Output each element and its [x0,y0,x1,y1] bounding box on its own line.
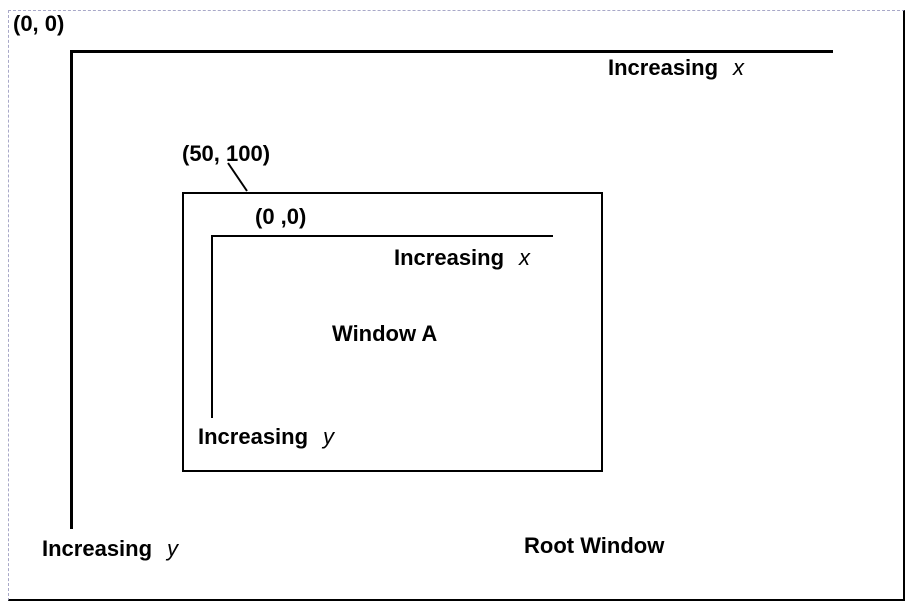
window-a-x-axis-line [211,235,553,237]
window-a-position-label: (50, 100) [182,141,271,166]
window-a-y-axis-label: Increasing y [198,424,334,450]
root-x-axis-line [70,50,833,53]
window-a-title: Window A [332,321,438,346]
window-a-rect [182,192,603,472]
window-a-y-axis-variable: y [323,424,335,449]
window-a-x-axis-variable: x [519,245,531,270]
root-y-axis-line [70,50,73,529]
root-window-title: Root Window [524,533,665,558]
root-x-axis-label: Increasing x [608,55,744,81]
figure-frame [8,10,905,601]
window-a-y-axis-line [211,235,213,418]
window-a-y-axis-label-text: Increasing [198,424,309,449]
window-a-x-axis-label: Increasing x [394,245,530,271]
root-x-axis-variable: x [733,55,745,80]
root-y-axis-variable: y [167,536,179,561]
window-a-x-axis-label-text: Increasing [394,245,505,270]
root-origin-label: (0, 0) [13,11,65,36]
root-y-axis-label: Increasing y [42,536,178,562]
root-y-axis-label-text: Increasing [42,536,153,561]
root-x-axis-label-text: Increasing [608,55,719,80]
window-a-origin-label: (0 ,0) [255,204,307,229]
